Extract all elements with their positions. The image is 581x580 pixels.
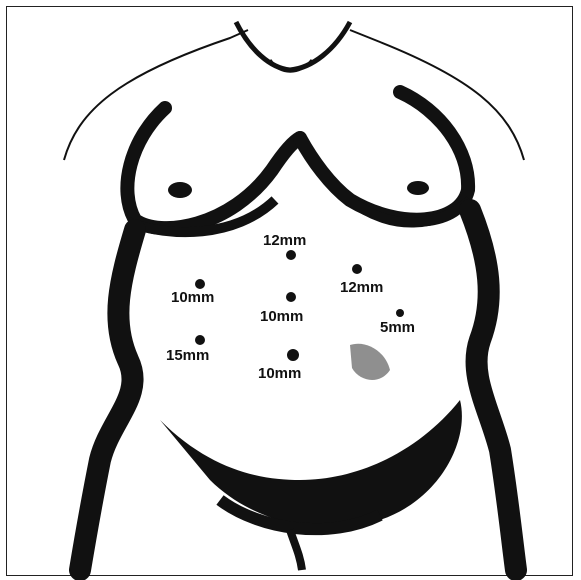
port-label-12mm-upper: 12mm xyxy=(263,232,306,249)
left-breast-outline xyxy=(127,108,300,228)
port-marker-10mm-umbilical xyxy=(287,349,299,361)
port-label-12mm-right: 12mm xyxy=(340,279,383,296)
lower-abdomen-shading xyxy=(160,400,462,528)
right-flank-outline xyxy=(470,210,516,570)
port-label-15mm-left: 15mm xyxy=(166,347,209,364)
port-label-5mm-right: 5mm xyxy=(380,319,415,336)
port-label-10mm-left: 10mm xyxy=(171,289,214,306)
port-markers xyxy=(195,250,404,361)
port-marker-15mm-left xyxy=(195,335,205,345)
port-marker-12mm-right xyxy=(352,264,362,274)
port-label-10mm-umbilical: 10mm xyxy=(258,365,301,382)
right-nipple xyxy=(407,181,429,195)
port-marker-10mm-center xyxy=(286,292,296,302)
port-marker-10mm-left xyxy=(195,279,205,289)
left-shoulder-outline xyxy=(64,30,248,160)
port-marker-5mm-right xyxy=(396,309,404,317)
port-label-10mm-center: 10mm xyxy=(260,308,303,325)
port-marker-12mm-upper xyxy=(286,250,296,260)
right-shoulder-outline xyxy=(350,30,524,160)
left-flank-outline xyxy=(80,230,135,570)
right-breast-outline xyxy=(300,92,468,220)
left-nipple xyxy=(168,182,192,198)
neck-outline xyxy=(236,22,350,70)
